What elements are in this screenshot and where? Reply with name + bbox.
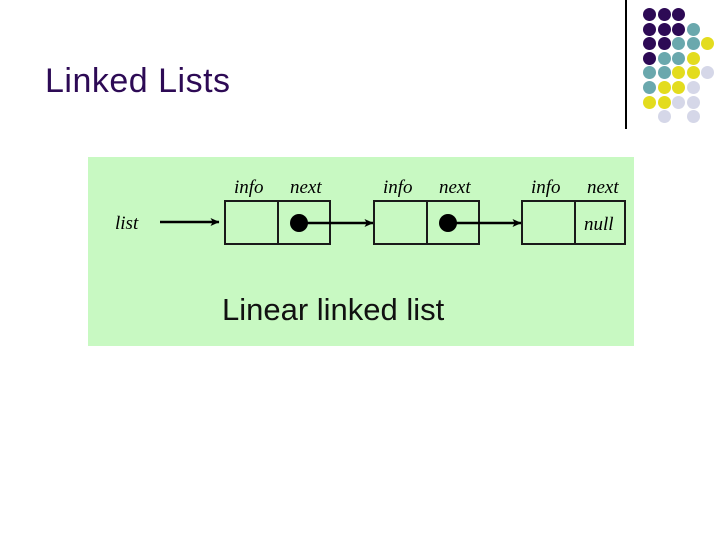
grid-dot-yellow — [701, 37, 715, 51]
grid-dot-yellow — [657, 81, 671, 94]
grid-dot-teal — [643, 66, 656, 80]
grid-dot-teal — [657, 66, 671, 80]
grid-dot-purple — [657, 37, 671, 51]
grid-dot-teal — [686, 37, 700, 51]
node-1-next-label: next — [290, 177, 322, 198]
list-pointer-label: list — [115, 213, 139, 234]
grid-dot-teal — [657, 51, 671, 65]
grid-dot-yellow — [643, 95, 656, 109]
grid-dot-yellow — [672, 81, 686, 94]
grid-dot-lavender — [672, 95, 686, 109]
linked-list-diagram: list info next info next info next null … — [115, 177, 626, 327]
page-title: Linked Lists — [45, 62, 231, 100]
node-3-next-label: next — [587, 177, 619, 198]
node-2-next-label: next — [439, 177, 471, 198]
grid-dot-lavender — [701, 66, 715, 80]
grid-dot-purple — [643, 51, 656, 65]
grid-dot-purple — [643, 8, 656, 21]
node-1-info-label: info — [234, 177, 264, 198]
node-3-box — [521, 200, 626, 245]
grid-dot-purple — [643, 37, 656, 51]
node-2-info-label: info — [383, 177, 413, 198]
grid-dot-yellow — [672, 66, 686, 80]
grid-dot-teal — [672, 51, 686, 65]
grid-dot-yellow — [686, 66, 700, 80]
grid-dot-teal — [686, 22, 700, 36]
grid-dot-lavender — [686, 81, 700, 94]
grid-dot-purple — [672, 22, 686, 36]
grid-dot-purple — [657, 22, 671, 36]
grid-dot-lavender — [686, 110, 700, 124]
header-divider-rule — [625, 0, 627, 129]
grid-dot-lavender — [657, 110, 671, 124]
grid-dot-yellow — [686, 51, 700, 65]
grid-dot-teal — [643, 81, 656, 94]
decorative-dot-grid — [643, 8, 720, 126]
linked-list-figure: list info next info next info next null … — [88, 157, 634, 346]
grid-dot-yellow — [657, 95, 671, 109]
node-3-info-label: info — [531, 177, 561, 198]
grid-dot-purple — [672, 8, 686, 21]
figure-caption: Linear linked list — [222, 292, 445, 327]
grid-dot-purple — [643, 22, 656, 36]
grid-dot-teal — [672, 37, 686, 51]
node-3-null-value: null — [584, 214, 614, 235]
grid-dot-purple — [657, 8, 671, 21]
grid-dot-lavender — [686, 95, 700, 109]
